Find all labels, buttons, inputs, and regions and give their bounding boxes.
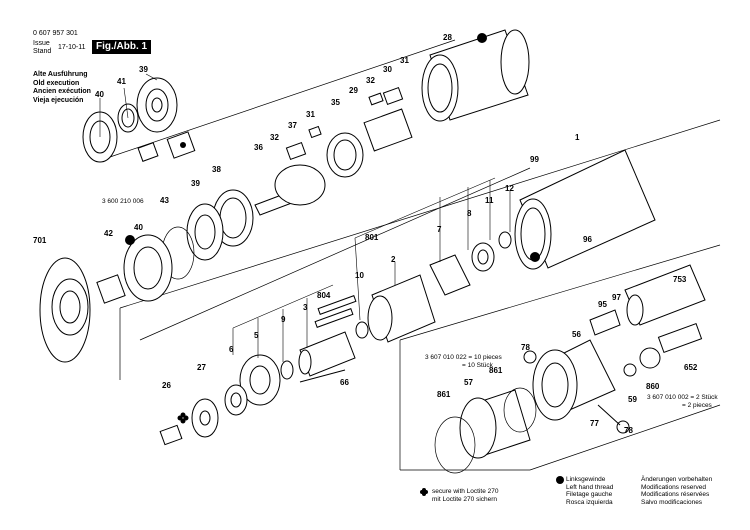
part-label: 701 [33, 236, 47, 245]
part-label: 57 [464, 378, 473, 387]
modifications-legend-line: Änderungen vorbehalten [641, 476, 713, 483]
part-label: 78 [624, 426, 633, 435]
part-label: 41 [117, 77, 126, 86]
loctite-legend-line: secure with Loctite 270 [432, 488, 499, 495]
part-label: 56 [572, 330, 581, 339]
modifications-legend: Änderungen vorbehalten Modifications res… [641, 476, 712, 506]
modifications-legend-line: Modifications réservées [641, 491, 710, 498]
part-label: 36 [254, 143, 263, 152]
kit-78-note-2: = 10 Stück [462, 362, 494, 369]
old-version-label: Alte Ausführung Old execution Ancien exé… [33, 71, 91, 105]
part-label: 31 [400, 56, 409, 65]
part-label: 37 [288, 121, 297, 130]
part-label: 95 [598, 300, 607, 309]
part-label: 78 [521, 343, 530, 352]
issue-label: Issue [33, 40, 50, 47]
part-label: 99 [530, 155, 539, 164]
document-number: 0 607 957 301 [33, 30, 78, 37]
part-label: 35 [331, 98, 340, 107]
part-label: 30 [383, 65, 392, 74]
part-label: 77 [590, 419, 599, 428]
old-version-en: Old execution [33, 79, 80, 87]
motor-parts [159, 149, 656, 446]
kit-notes: 3 600 210 006 3 607 010 022 = 10 pieces … [102, 198, 718, 409]
part-label: 40 [95, 90, 104, 99]
circled-star-icon [125, 33, 564, 484]
leader-lines [99, 73, 511, 362]
left-thread-legend-line: Left hand thread [566, 483, 614, 491]
part-label: 38 [212, 165, 221, 174]
part-label: 39 [139, 65, 148, 74]
part-label: 860 [646, 382, 660, 391]
part-label: 5 [254, 331, 259, 340]
issue-date: 17-10-11 [58, 44, 86, 51]
left-thread-legend-line: Rosca izquierda [566, 498, 613, 506]
left-thread-legend-line: Linksgewinde [566, 476, 606, 483]
part-label: 3 [303, 303, 308, 312]
part-label: 9 [281, 315, 286, 324]
kit-59-note-1: 3 607 010 002 = 2 Stück [647, 394, 718, 401]
part-label: 753 [673, 275, 687, 284]
part-label: 31 [306, 110, 315, 119]
part-label: 8 [467, 209, 472, 218]
part-label: 861 [489, 366, 503, 375]
part-label: 652 [684, 363, 698, 372]
part-label: 28 [443, 33, 452, 42]
part-label: 861 [437, 390, 451, 399]
part-label: 2 [391, 255, 396, 264]
part-label: 66 [340, 378, 349, 387]
part-label: 11 [485, 196, 494, 205]
kit-78-note-1: 3 607 010 022 = 10 pieces [425, 354, 503, 361]
part-label: 42 [104, 229, 113, 238]
old-version-de: Alte Ausführung [33, 71, 88, 78]
part-label: 40 [134, 223, 143, 232]
part-label: 59 [628, 395, 637, 404]
part-label: 29 [349, 86, 358, 95]
modifications-legend-line: Salvo modificaciones [641, 498, 703, 506]
part-number-labels: 1 2 3 5 6 7 8 9 10 11 12 26 27 28 29 30 … [33, 33, 698, 435]
part-label: 6 [229, 345, 234, 354]
assembly-frame [109, 39, 721, 471]
part-label: 39 [191, 179, 200, 188]
part-label: 96 [583, 235, 592, 244]
part-label: 32 [366, 76, 375, 85]
planetary-gear-parts [39, 29, 530, 363]
kit-59-note-2: = 2 pieces [682, 402, 713, 409]
part-label: 43 [160, 196, 169, 205]
part-label: 10 [355, 271, 364, 280]
modifications-legend-line: Modifications reserved [641, 483, 707, 491]
part-label: 12 [505, 184, 514, 193]
loctite-legend-line: mit Loctite 270 sichern [432, 495, 498, 503]
part-label: 1 [575, 133, 580, 142]
old-version-fr: Ancien exécution [33, 88, 91, 95]
part-label: 801 [365, 233, 379, 242]
part-label: 27 [197, 363, 206, 372]
part-label: 26 [162, 381, 171, 390]
stand-label: Stand [33, 48, 52, 55]
rear-parts [434, 264, 706, 474]
left-thread-legend: Linksgewinde Left hand thread Filetage g… [566, 476, 613, 506]
part-label: 97 [612, 293, 621, 302]
part-label: 804 [317, 291, 331, 300]
kit-43-note: 3 600 210 006 [102, 198, 144, 205]
part-label: 7 [437, 225, 442, 234]
old-version-es: Vieja ejecución [33, 96, 84, 104]
figure-label: Fig./Abb. 1 [92, 40, 152, 54]
loctite-legend: secure with Loctite 270 mit Loctite 270 … [432, 488, 498, 503]
left-thread-legend-line: Filetage gauche [566, 491, 613, 498]
part-label: 32 [270, 133, 279, 142]
cross-clover-icon [177, 412, 428, 496]
